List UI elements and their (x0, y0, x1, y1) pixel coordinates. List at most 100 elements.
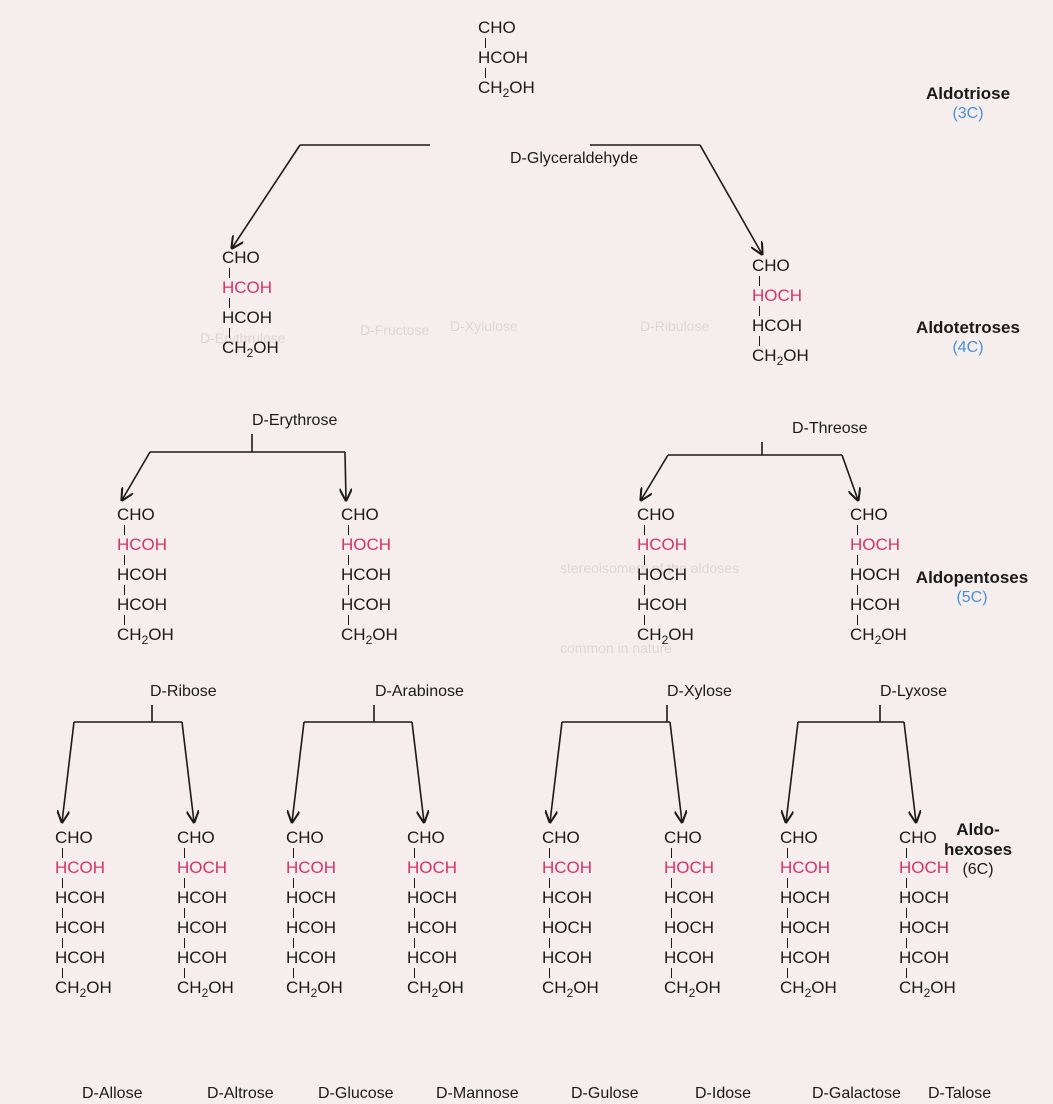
carbon-group: CH2OH (286, 978, 343, 1000)
carbon-group: CHO (222, 248, 260, 267)
carbon-group: HCOH (407, 918, 458, 937)
carbon-group: HCOH (780, 948, 831, 967)
bond-line (184, 908, 186, 918)
carbon-group: HCOH (542, 888, 593, 907)
carbon-group: CH2OH (637, 625, 694, 647)
carbon-group: CH2OH (407, 978, 464, 1000)
carbon-group: CH2OH (780, 978, 837, 1000)
sugar-name: D-Erythrose (252, 412, 338, 429)
bond-line (671, 938, 673, 948)
bond-line (348, 615, 350, 625)
carbon-group: CH2OH (542, 978, 599, 1000)
carbon-group: CH2OH (117, 625, 174, 647)
sugar-name: D-Gulose (571, 1085, 639, 1102)
branch-arrow (669, 721, 682, 822)
carbon-group: CHO (752, 256, 790, 275)
carbon-group: HCOH (478, 48, 529, 67)
bond-line (787, 968, 789, 978)
carbon-group: CH2OH (752, 346, 809, 368)
branch-arrow (181, 721, 194, 822)
carbon-count: (6C) (962, 861, 994, 878)
carbon-group: CH2OH (478, 78, 535, 100)
level-label: Aldotetroses(4C) (916, 318, 1020, 358)
bond-line (857, 525, 859, 535)
bond-line (787, 848, 789, 858)
sugar-name: D-Altrose (207, 1085, 274, 1102)
carbon-group: HOCH (407, 888, 458, 907)
carbon-group: CH2OH (664, 978, 721, 1000)
bond-line (414, 938, 416, 948)
bond-line (644, 525, 646, 535)
level-title: Aldotriose (925, 84, 1011, 103)
bond-line (644, 615, 646, 625)
bond-line (644, 585, 646, 595)
carbon-group: HCOH (177, 918, 228, 937)
carbon-group: HCOH (637, 595, 688, 614)
bond-line (293, 878, 295, 888)
carbon-count: (4C) (952, 339, 984, 356)
bond-line (485, 38, 487, 48)
new-stereocenter-group: HCOH (780, 858, 831, 877)
carbon-group: CHO (177, 828, 215, 847)
bond-line (348, 525, 350, 535)
bond-line (348, 585, 350, 595)
level-label: Aldo- hexoses(6C) (944, 820, 1012, 880)
carbon-group: CHO (780, 828, 818, 847)
bond-line (906, 848, 908, 858)
bond-line (184, 878, 186, 888)
branch-arrow (903, 721, 916, 822)
carbon-group: HOCH (286, 888, 337, 907)
bond-line (857, 555, 859, 565)
carbon-group: CHO (55, 828, 93, 847)
new-stereocenter-group: HOCH (752, 286, 803, 305)
new-stereocenter-group: HOCH (664, 858, 715, 877)
branch-arrow (232, 144, 301, 248)
carbon-group: HOCH (637, 565, 688, 584)
sugar-name: D-Mannose (436, 1085, 519, 1102)
bond-line (414, 908, 416, 918)
bond-line (414, 968, 416, 978)
bond-line (906, 878, 908, 888)
bond-line (857, 585, 859, 595)
carbon-group: HOCH (850, 565, 901, 584)
sugar-name: D-Xylose (667, 683, 732, 700)
carbon-group: CH2OH (55, 978, 112, 1000)
bond-line (906, 908, 908, 918)
bond-line (549, 968, 551, 978)
sugar-name: D-Glucose (318, 1085, 394, 1102)
carbon-group: HOCH (780, 888, 831, 907)
sugar-name: D-Threose (792, 420, 868, 437)
branch-arrow (345, 451, 346, 500)
bond-line (62, 848, 64, 858)
branch-arrow (699, 144, 762, 254)
carbon-group: HCOH (177, 948, 228, 967)
carbon-group: HOCH (899, 888, 950, 907)
carbon-group: HCOH (752, 316, 803, 335)
branch-arrow (550, 721, 563, 822)
carbon-group: HCOH (177, 888, 228, 907)
sugar-name: D-Arabinose (375, 683, 464, 700)
bond-line (787, 908, 789, 918)
bond-line (293, 938, 295, 948)
bond-line (671, 848, 673, 858)
carbon-group: HOCH (899, 918, 950, 937)
bond-line (62, 968, 64, 978)
bond-line (671, 878, 673, 888)
carbon-group: HOCH (780, 918, 831, 937)
bond-line (124, 525, 126, 535)
carbon-count: (5C) (956, 589, 988, 606)
sugar-name: D-Glyceraldehyde (510, 150, 639, 167)
carbon-count: (3C) (952, 105, 984, 122)
level-label: Aldopentoses(5C) (916, 568, 1028, 608)
carbon-group: HCOH (117, 565, 168, 584)
